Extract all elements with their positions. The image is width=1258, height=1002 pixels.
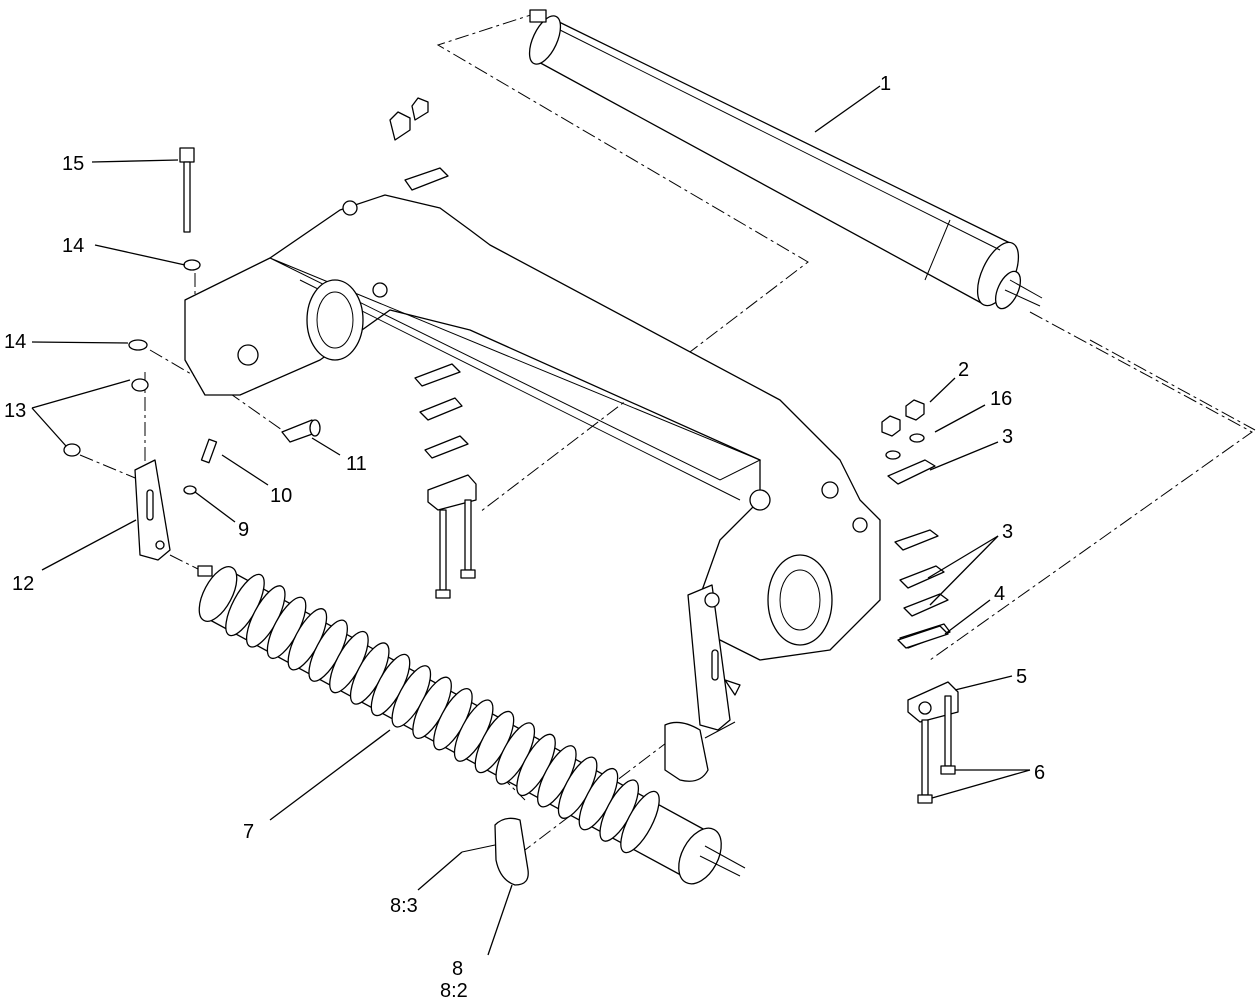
callout-1: 1 (880, 73, 891, 95)
callout-3-lower: 3 (1002, 521, 1013, 543)
roller-coil (620, 790, 660, 854)
callout-13: 13 (4, 400, 26, 422)
phantom-lines (79, 11, 1256, 851)
callout-8: 8 (452, 958, 463, 980)
callout-9: 9 (238, 519, 249, 541)
callout-12: 12 (12, 573, 34, 595)
shim-stack-center (389, 97, 477, 599)
shim-right (897, 625, 949, 649)
front-roller (528, 9, 1043, 310)
bearing-housing (461, 721, 736, 886)
callout-16: 16 (990, 388, 1012, 410)
callout-labels: 1 2 16 3 3 4 5 6 7 8 8:2 8:3 9 10 11 12 … (4, 73, 1045, 1002)
bolts-right (917, 695, 956, 804)
callout-6: 6 (1034, 762, 1045, 784)
roller-coils (225, 573, 660, 854)
callout-2: 2 (958, 359, 969, 381)
nut-and-washer-right (881, 399, 925, 460)
right-arm (687, 584, 741, 731)
bolt-washer-left (179, 147, 201, 271)
callout-15: 15 (62, 153, 84, 175)
callout-7: 7 (243, 821, 254, 843)
callout-3-top: 3 (1002, 426, 1013, 448)
callout-8-3: 8:3 (390, 895, 418, 917)
callout-11: 11 (346, 453, 367, 475)
shim-plates-right (887, 459, 951, 649)
callout-14-lower: 14 (4, 331, 26, 353)
leader-lines (31, 85, 1031, 956)
callout-8-2: 8:2 (440, 980, 468, 1002)
callout-10: 10 (270, 485, 292, 507)
left-arm-hardware (63, 339, 321, 561)
callout-4: 4 (994, 583, 1005, 605)
callout-5: 5 (1016, 666, 1027, 688)
roller-frame (184, 194, 881, 681)
callout-14-upper: 14 (62, 235, 84, 257)
rear-roller (197, 565, 746, 885)
